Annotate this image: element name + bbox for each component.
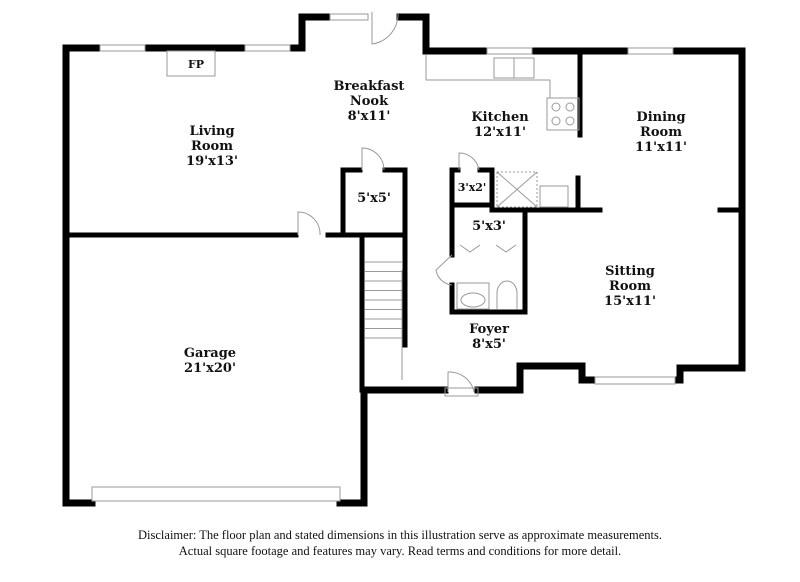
room-garage: Garage 21'x20'	[184, 346, 236, 376]
interior-walls	[63, 52, 745, 393]
doors	[297, 12, 480, 397]
stove-icon	[546, 97, 580, 131]
fridge-icon	[496, 171, 538, 208]
fireplace-icon	[166, 50, 216, 77]
room-bath: 5'x3'	[472, 219, 506, 234]
room-name: Breakfast	[333, 79, 405, 94]
room-name: Kitchen	[471, 110, 529, 125]
room-dimensions: 8'x11'	[347, 109, 391, 124]
room-dimensions: 8'x5'	[472, 337, 506, 352]
room-pantry: 3'x2'	[458, 180, 487, 195]
disclaimer-line: Disclaimer: The floor plan and stated di…	[138, 528, 662, 542]
room-living: Living Room 19'x13'	[186, 124, 238, 169]
room-kitchen: Kitchen 12'x11'	[471, 110, 528, 140]
room-name: Living	[189, 124, 235, 139]
room-dining: Dining Room 11'x11'	[635, 110, 687, 155]
room-dimensions: 5'x5'	[357, 191, 391, 206]
room-name: Room	[640, 125, 682, 140]
room-name: Garage	[183, 346, 237, 361]
room-dimensions: 11'x11'	[635, 140, 687, 155]
room-dimensions: 19'x13'	[186, 154, 238, 169]
room-name: Room	[609, 279, 651, 294]
sink-icon	[456, 282, 490, 310]
bath-fixtures	[456, 244, 518, 310]
room-foyer: Foyer 8'x5'	[469, 322, 509, 352]
room-dimensions: 3'x2'	[457, 181, 487, 194]
room-breakfast-nook: Breakfast Nook 8'x11'	[334, 79, 405, 124]
room-name: Sitting	[605, 264, 655, 279]
room-dimensions: 21'x20'	[184, 361, 236, 376]
room-name: Dining	[636, 110, 686, 125]
staircase	[365, 261, 403, 380]
room-dimensions: 12'x11'	[474, 125, 526, 140]
fireplace-label: FP	[187, 58, 205, 71]
room-dimensions: 15'x11'	[604, 294, 656, 309]
toilet-icon	[496, 280, 518, 309]
room-closet: 5'x5'	[357, 191, 391, 206]
room-sitting: Sitting Room 15'x11'	[604, 264, 656, 309]
room-dimensions: 5'x3'	[472, 219, 506, 234]
kitchen-counters	[425, 55, 580, 208]
disclaimer: Disclaimer: The floor plan and stated di…	[0, 527, 800, 559]
windows	[91, 13, 676, 502]
disclaimer-line: Actual square footage and features may v…	[178, 544, 622, 558]
exterior-walls	[62, 13, 746, 507]
room-name: Nook	[349, 94, 389, 109]
room-name: Foyer	[469, 322, 509, 337]
room-name: Room	[191, 139, 233, 154]
